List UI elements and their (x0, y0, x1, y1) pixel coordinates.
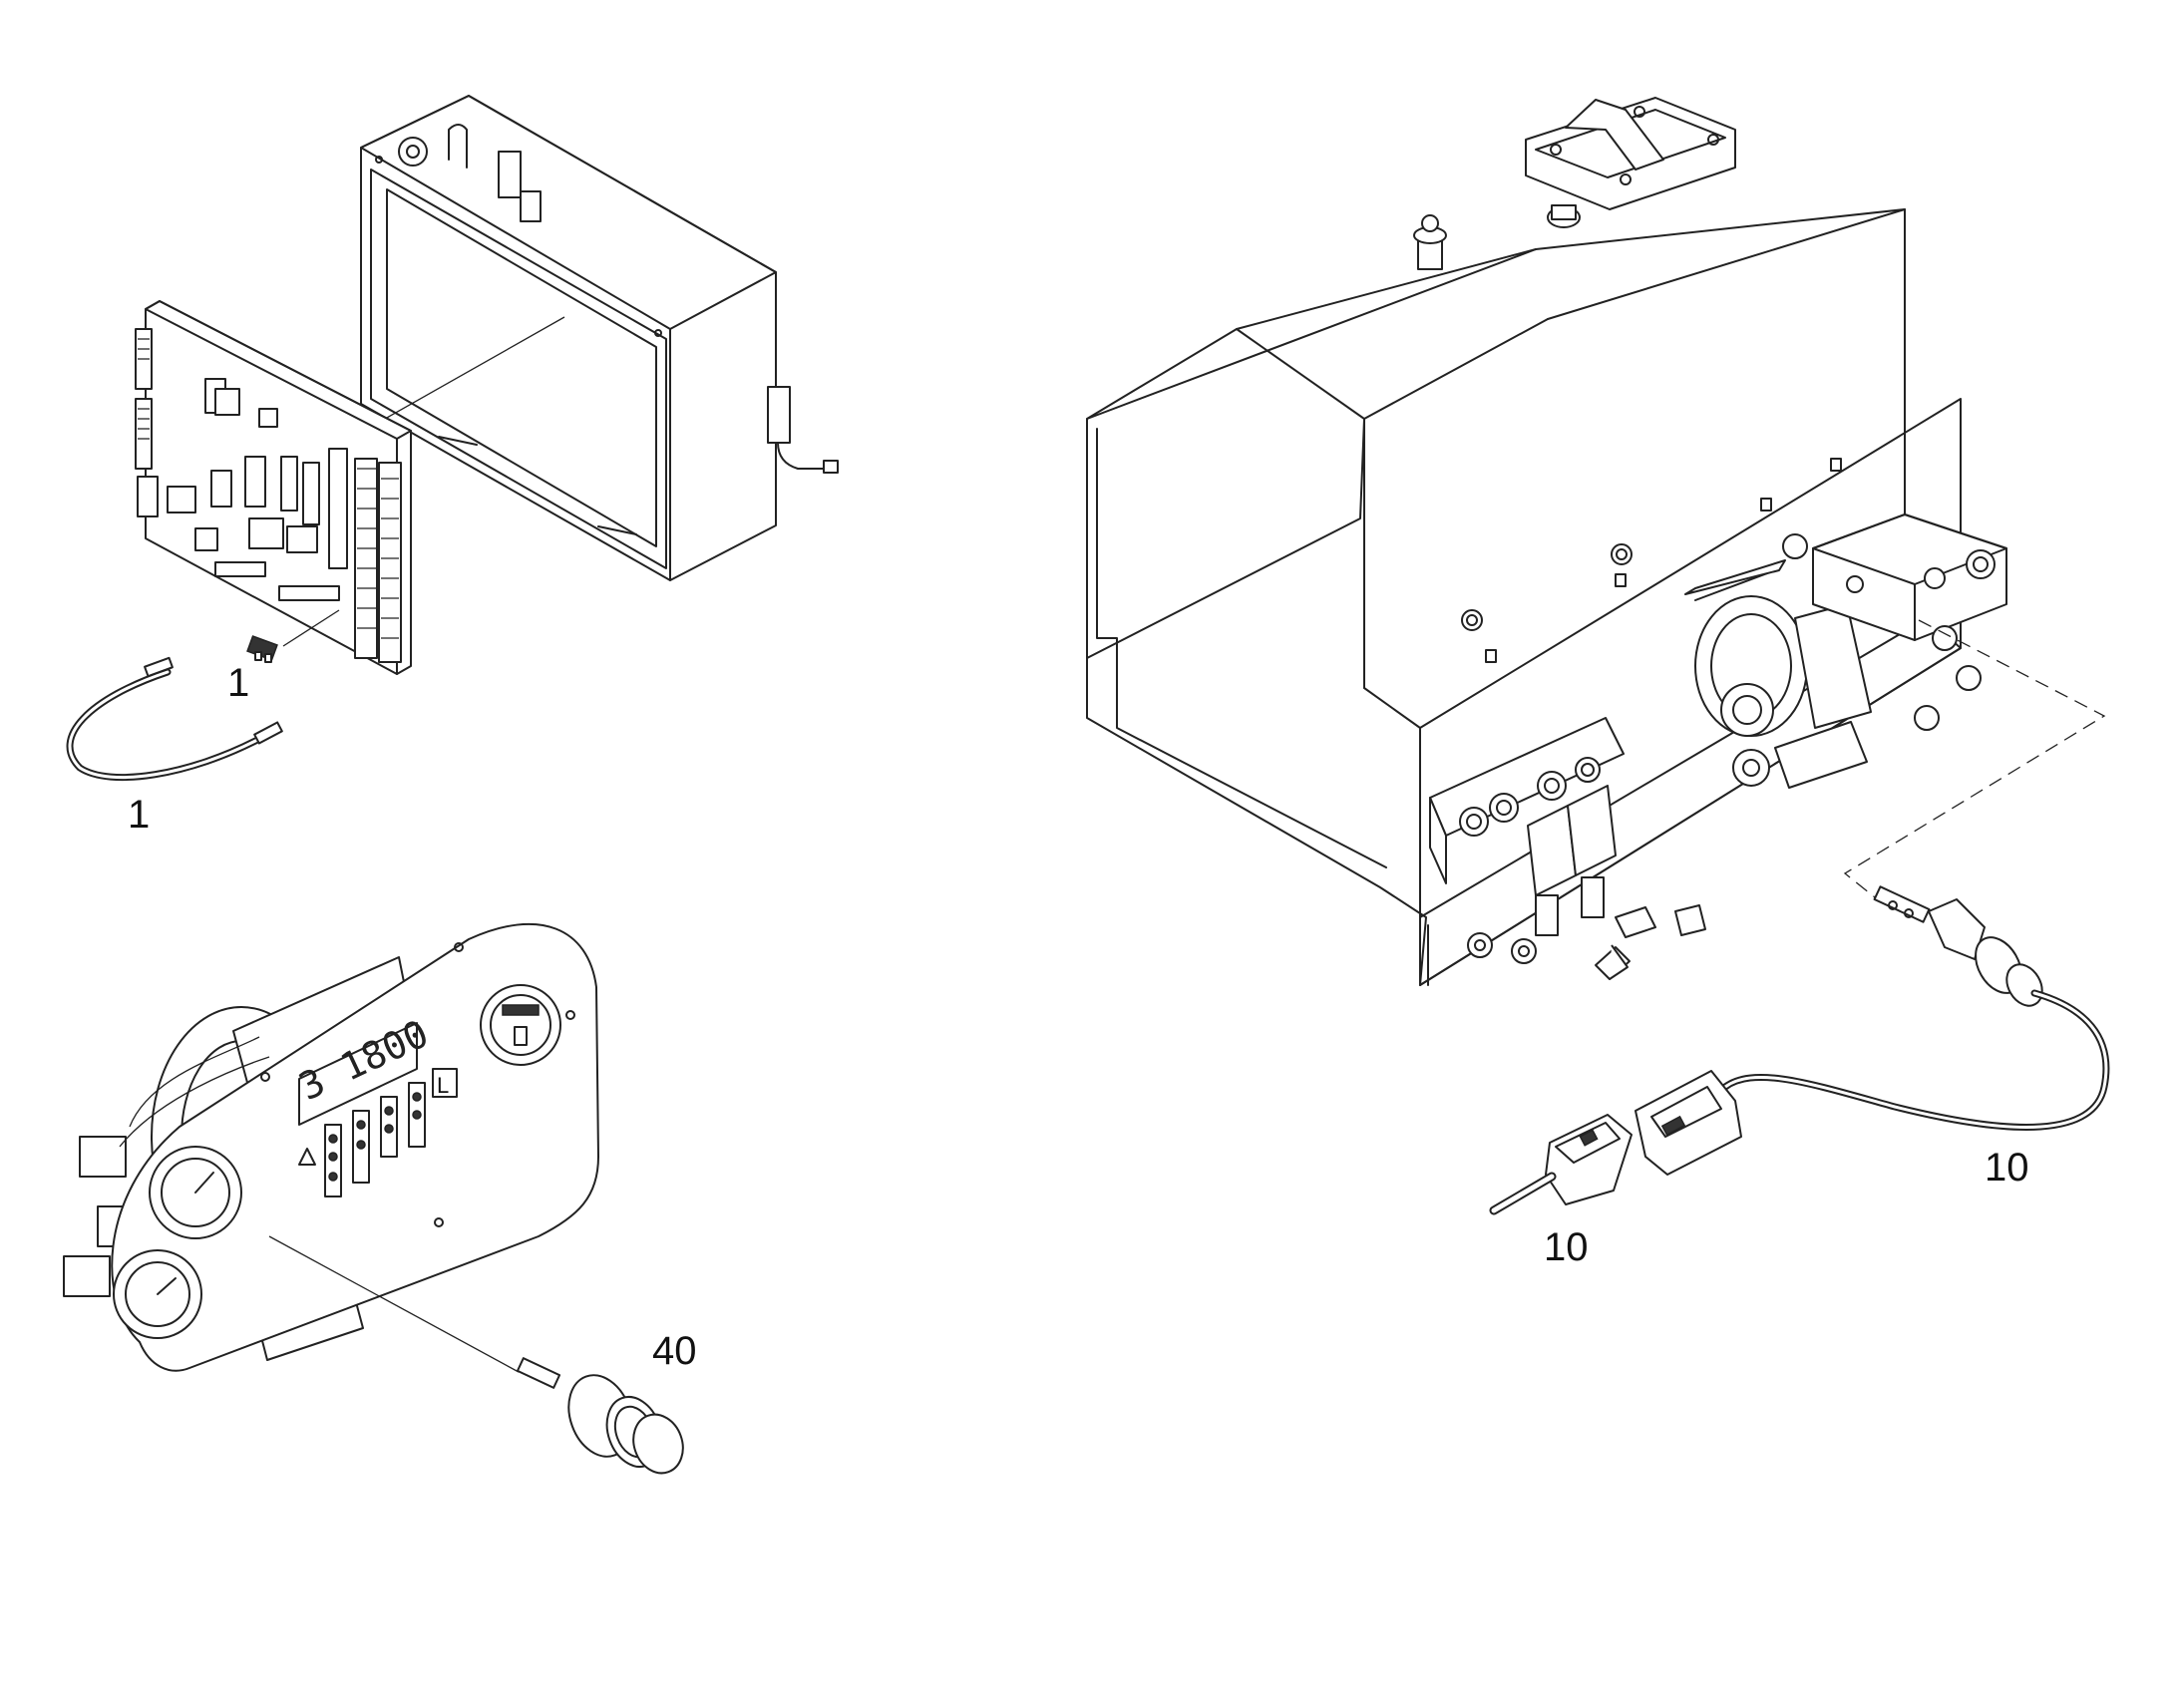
filler-cap-icon (1547, 204, 1581, 228)
harness-connector-icon (1635, 1070, 1742, 1176)
pressure-sensor-icon (1873, 885, 2043, 1007)
circuit-board (135, 300, 412, 675)
callout-sensor: 10 (1985, 1146, 2029, 1190)
leader-line (370, 316, 565, 428)
side-valve-block-icon (1812, 513, 2007, 731)
pressure-gauge-icon (149, 1146, 242, 1239)
instrument-panel: 3 1800 L (63, 923, 599, 1372)
callout-connector: 10 (1544, 1225, 1589, 1269)
jumper-wire-icon (66, 656, 283, 782)
hydraulic-tank (1086, 97, 2007, 986)
control-box-enclosure (360, 95, 839, 581)
mode-indicator-label: L (437, 1073, 449, 1098)
callout-harness: 1 (128, 793, 150, 837)
leader-line (268, 1235, 520, 1373)
callout-push-button: 40 (652, 1329, 697, 1373)
board-traces (138, 338, 399, 639)
inspection-cover-icon (1525, 97, 1736, 210)
temperature-gauge-icon (113, 1249, 202, 1339)
callout-fuse: 1 (227, 661, 249, 705)
mode-indicator: L (432, 1068, 458, 1098)
leader-line (1843, 619, 2106, 898)
push-button-icon (516, 1357, 684, 1475)
breather-cap-icon (1413, 214, 1447, 270)
hydraulic-pump-icon (1684, 533, 1872, 789)
leader-line (282, 609, 340, 647)
mating-connector-icon (1489, 1114, 1633, 1215)
sensor-harness-cable (1721, 989, 2110, 1131)
gauge-icon (480, 984, 561, 1066)
valve-manifold-icon (1429, 717, 1706, 980)
fuse-icon (246, 635, 278, 663)
fittings-icon (1467, 932, 1537, 964)
warning-light-icons (298, 1082, 426, 1197)
